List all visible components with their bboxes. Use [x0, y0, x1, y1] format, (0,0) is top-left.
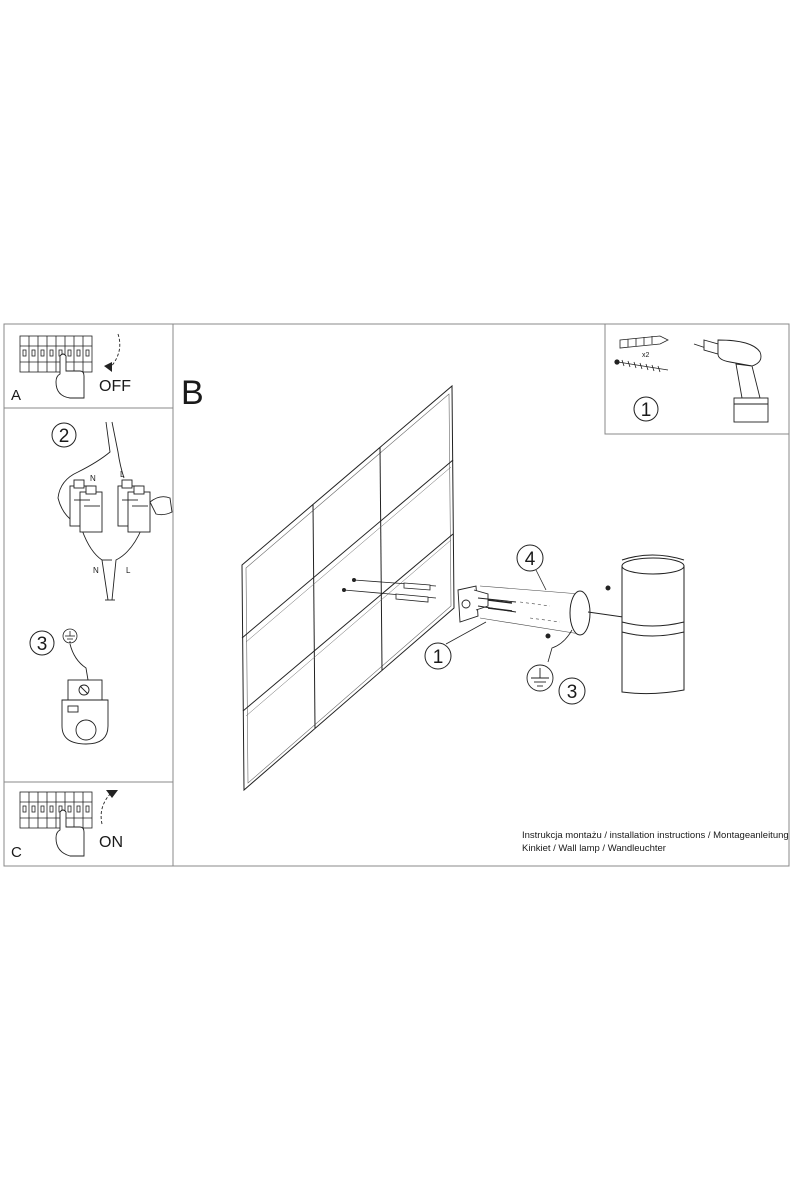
mounting-hardware	[341, 578, 437, 603]
connector-icon	[117, 479, 151, 533]
hand-icon	[55, 809, 85, 857]
callout-1-circle	[424, 642, 452, 670]
wall-plug-icon	[395, 593, 429, 603]
connector-icon	[61, 679, 109, 745]
screw-icon	[487, 607, 513, 612]
step-1-circle	[633, 396, 659, 422]
on-caption: ON	[99, 834, 123, 851]
callout-4-circle	[516, 544, 544, 572]
step-1-number: 1	[641, 400, 652, 421]
step-2-circle	[51, 422, 77, 448]
wall-plug-icon	[403, 582, 431, 591]
screw-icon	[614, 359, 669, 373]
ground-symbol-icon	[526, 664, 554, 692]
tools-panel: x2 1	[604, 323, 790, 435]
panel-a: A OFF	[3, 323, 174, 409]
step-3-circle	[29, 630, 55, 656]
wall-plug-icon	[619, 335, 669, 349]
wiring-cable	[57, 421, 143, 601]
wall-tiles	[241, 384, 455, 792]
neutral-label-bottom: N	[93, 566, 99, 575]
breaker-panel-icon	[19, 335, 93, 373]
breaker-panel-icon	[19, 791, 93, 829]
panel-a-letter: A	[11, 387, 21, 404]
rotate-arrow-icon	[100, 790, 118, 825]
panel-b-letter: B	[181, 374, 204, 412]
callout-4-number: 4	[525, 549, 536, 570]
ground-wire	[69, 643, 89, 681]
screw-icon	[487, 599, 513, 604]
live-label-bottom: L	[126, 566, 131, 575]
sheet-frame	[3, 323, 790, 867]
wall-lamp-icon	[545, 554, 685, 695]
callout-1-number: 1	[433, 647, 444, 668]
projection-lines	[479, 585, 581, 635]
ground-step: 3	[29, 628, 109, 745]
footer-line-2: Kinkiet / Wall lamp / Wandleuchter	[522, 843, 666, 854]
wiring-step: 2 N L N L	[51, 408, 174, 782]
mounting-bracket	[457, 585, 517, 623]
hand-icon	[55, 353, 85, 399]
ground-symbol-icon	[62, 628, 78, 644]
hand-icon	[149, 496, 173, 516]
rotate-arrow-icon	[104, 333, 121, 372]
live-label-top: L	[120, 470, 125, 479]
step-2-number: 2	[59, 426, 70, 447]
panel-c-letter: C	[11, 844, 22, 861]
off-caption: OFF	[99, 378, 131, 395]
callout-3-circle	[558, 677, 586, 705]
connector-icon	[69, 479, 103, 533]
panel-c: C ON	[3, 781, 174, 867]
step-3-number: 3	[37, 634, 48, 655]
neutral-label-top: N	[90, 474, 96, 483]
quantity-label: x2	[642, 352, 650, 359]
ground-wire	[547, 629, 573, 663]
drill-icon	[693, 339, 769, 423]
callout-3-number: 3	[567, 682, 578, 703]
footer-line-1: Instrukcja montażu / installation instru…	[522, 830, 789, 841]
